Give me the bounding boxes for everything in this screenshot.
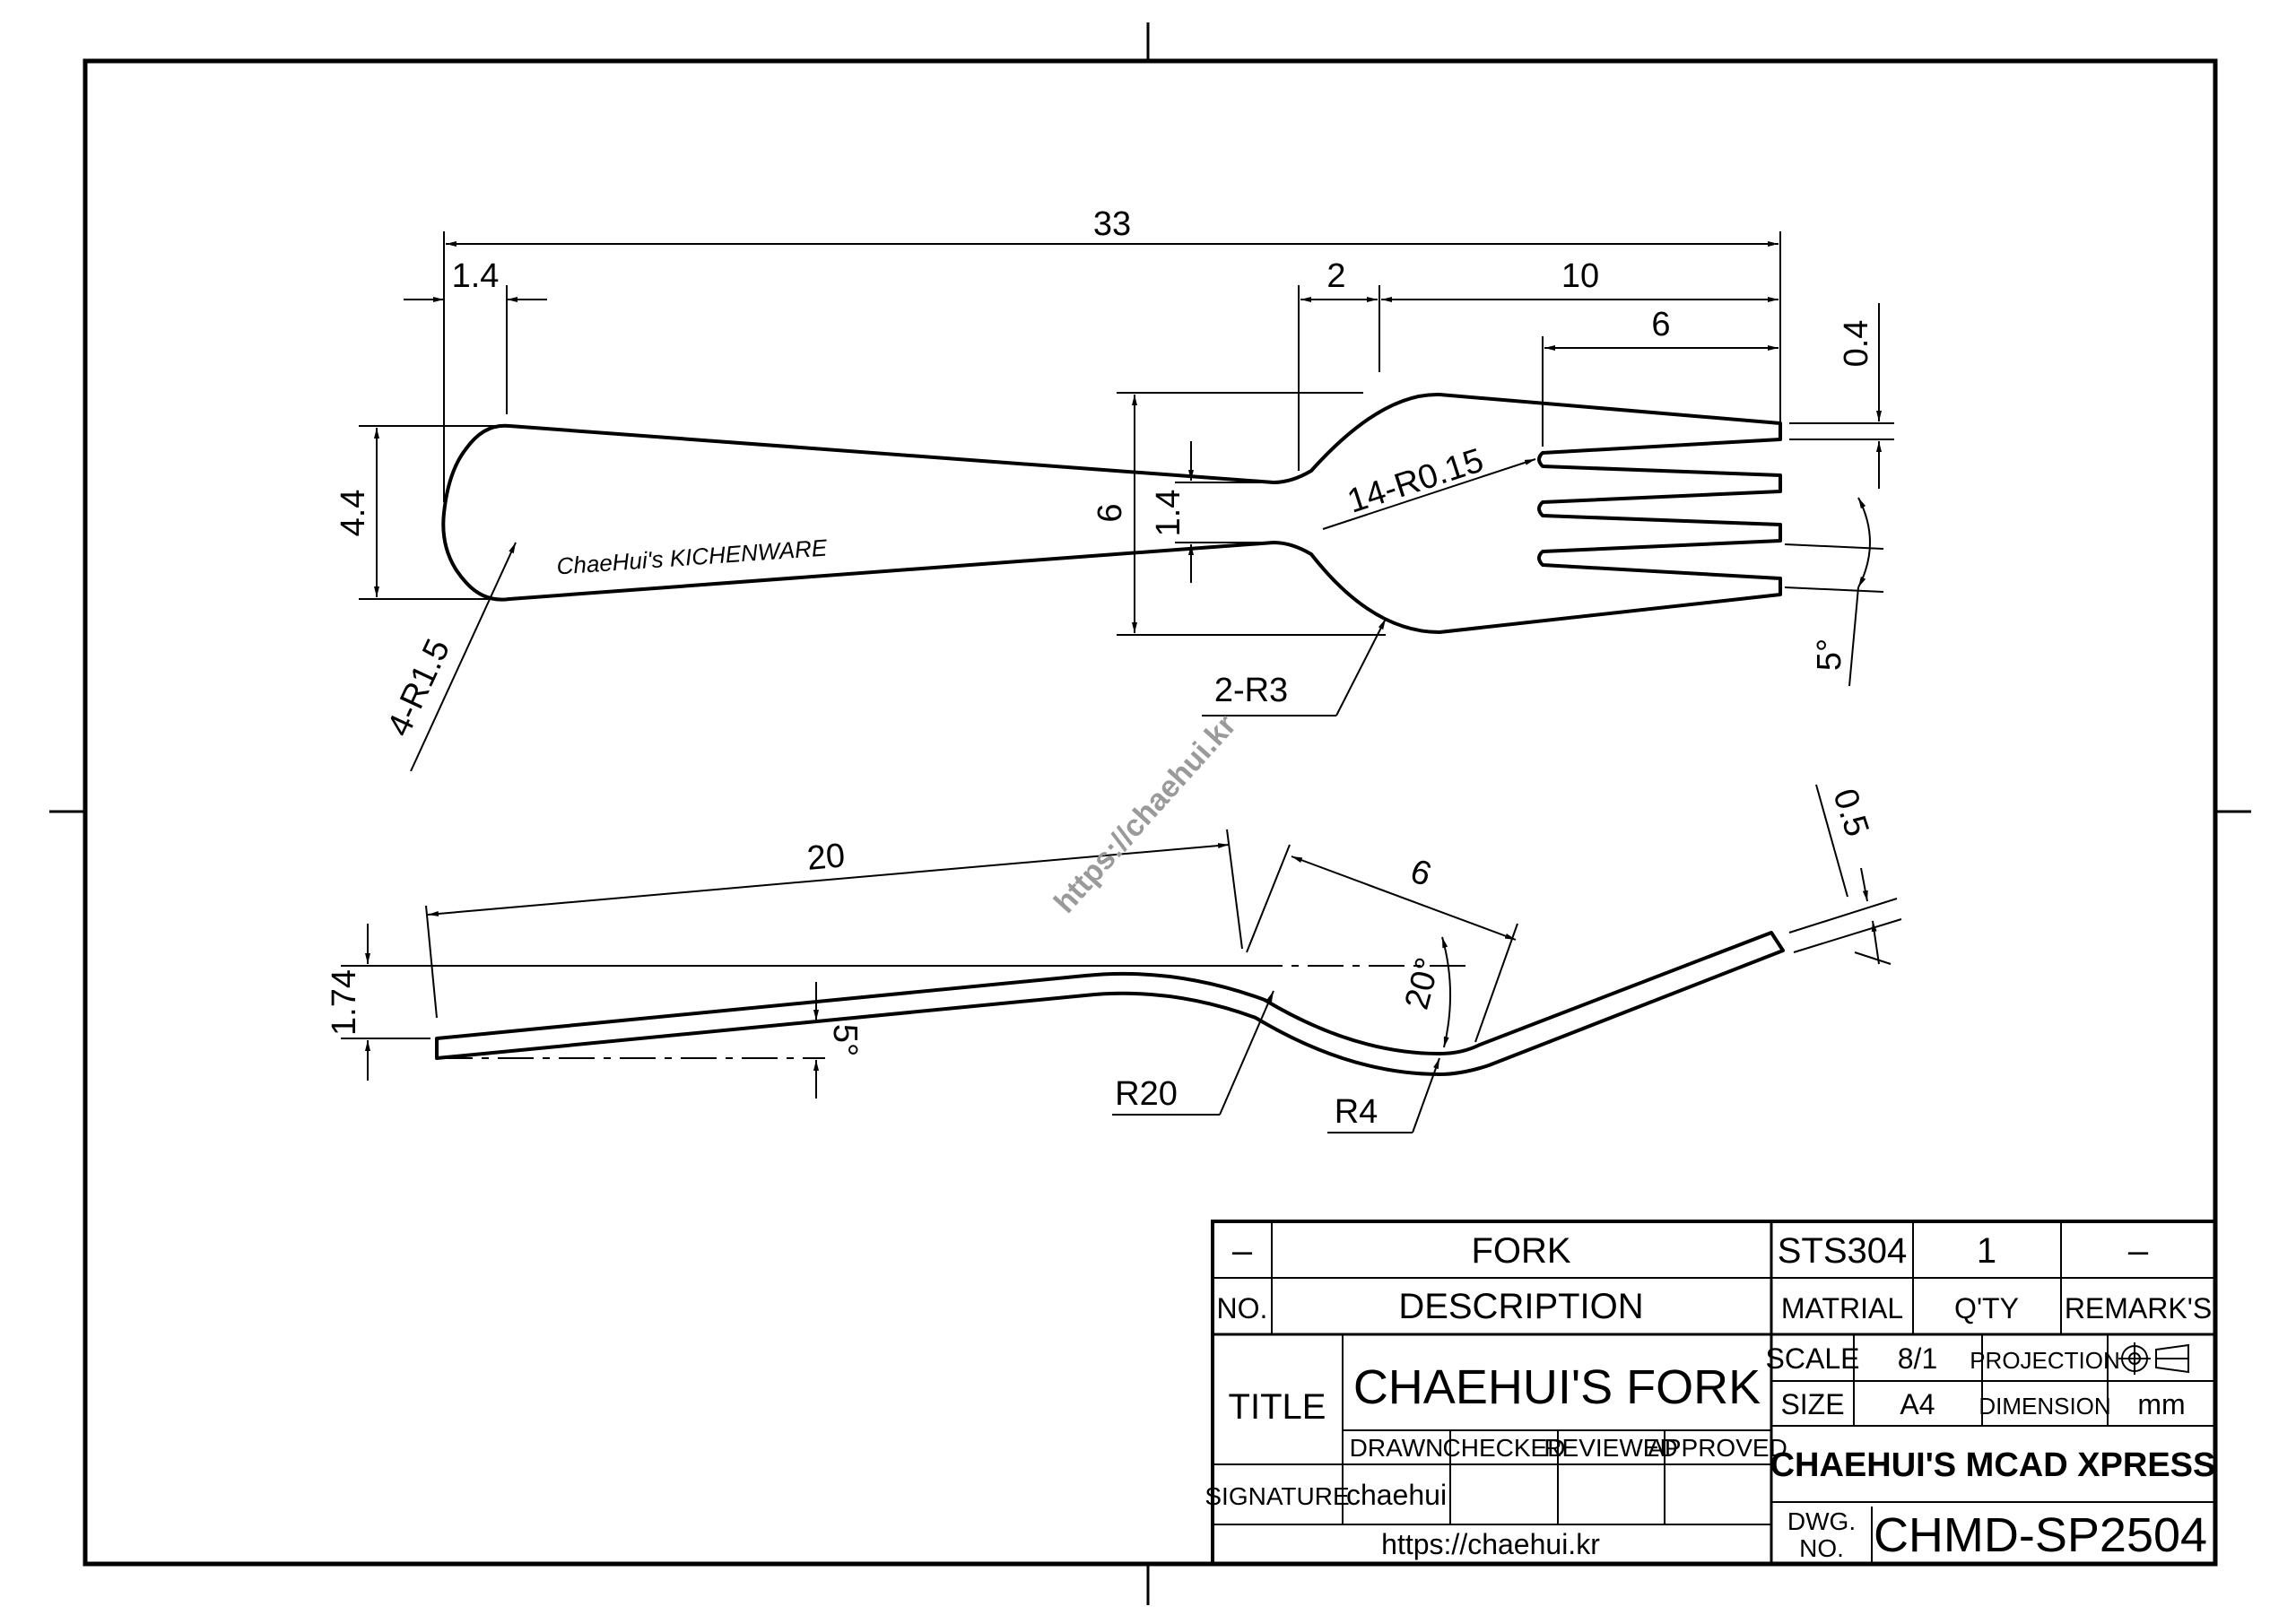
- checked-label: CHECKED: [1443, 1434, 1566, 1462]
- drawn-label: DRAWN: [1350, 1434, 1444, 1462]
- signature-label: SIGNATURE: [1205, 1482, 1349, 1510]
- company-name: CHAEHUI'S MCAD XPRESS: [1770, 1446, 2216, 1484]
- dim-tine-length: 6: [1651, 306, 1670, 343]
- dim-bend-radius-large: R20: [1115, 1075, 1178, 1113]
- item-description: FORK: [1471, 1231, 1570, 1271]
- dimension-label: DIMENSION: [1979, 1393, 2110, 1420]
- fork-side-view: 20 6 0.5 1.74 5° 20° R20 R4: [326, 784, 1902, 1133]
- fork-outline-top: [441, 392, 1782, 634]
- item-remarks: –: [2128, 1231, 2149, 1271]
- dim-overall-length: 33: [1093, 205, 1131, 243]
- dim-tine-end: 0.4: [1838, 320, 1875, 368]
- website-text[interactable]: https://chaehui.kr: [1381, 1528, 1600, 1560]
- side-dimension-lines: [341, 784, 1902, 1133]
- fork-top-view: 33 1.4 2 10 6 0.4 4.4 6 1.4 14-R0.15 2-R…: [335, 205, 1894, 772]
- drawing-title: CHAEHUI'S FORK: [1353, 1360, 1761, 1414]
- dim-handle-width: 4.4: [335, 490, 372, 537]
- dim-thickness: 0.5: [1825, 785, 1875, 841]
- size-value: A4: [1900, 1388, 1935, 1420]
- dwg-number: CHMD-SP2504: [1874, 1508, 2207, 1562]
- dim-bend-angle: 20°: [1398, 954, 1448, 1013]
- top-dimension-texts: 33 1.4 2 10 6 0.4 4.4 6 1.4 14-R0.15 2-R…: [335, 205, 1875, 742]
- size-label: SIZE: [1780, 1388, 1844, 1420]
- drawn-by: chaehui: [1346, 1479, 1447, 1511]
- dim-tine-radius: 14-R0.15: [1343, 441, 1488, 520]
- dim-handle-radius: 4-R1.5: [380, 633, 457, 742]
- item-no: –: [1232, 1231, 1253, 1271]
- header-description: DESCRIPTION: [1398, 1287, 1643, 1326]
- scale-label: SCALE: [1766, 1342, 1860, 1375]
- projection-label: PROJECTION: [1970, 1347, 2120, 1374]
- engraving-text: ChaeHui's KICHENWARE: [556, 534, 829, 579]
- dim-head-length: 10: [1561, 257, 1599, 295]
- dim-tine-angle: 5°: [1811, 638, 1848, 671]
- item-qty: 1: [1977, 1231, 1996, 1271]
- title-label: TITLE: [1229, 1387, 1326, 1427]
- projection-symbol-icon: [2118, 1342, 2189, 1375]
- approved-label: APPROVED: [1648, 1434, 1787, 1462]
- dim-handle-angle: 5°: [826, 1024, 864, 1056]
- header-material: MATRIAL: [1781, 1292, 1903, 1324]
- watermark-text: https://chaehui.kr: [1048, 708, 1243, 920]
- scale-value: 8/1: [1898, 1342, 1937, 1375]
- dwg-label-1: DWG.: [1787, 1507, 1856, 1535]
- header-remarks: REMARK'S: [2065, 1292, 2212, 1324]
- dim-handle-run: 20: [805, 837, 847, 878]
- dim-neck: 2: [1326, 257, 1345, 295]
- title-block: – FORK STS304 1 – NO. DESCRIPTION MATRIA…: [1205, 1220, 2217, 1566]
- dwg-label-2: NO.: [1799, 1534, 1844, 1562]
- side-dimension-texts: 20 6 0.5 1.74 5° 20° R20 R4: [326, 785, 1876, 1131]
- top-dimension-lines: [359, 231, 1894, 772]
- dim-neck-width: 1.4: [1150, 490, 1187, 537]
- dim-bend-radius-small: R4: [1335, 1093, 1378, 1131]
- title-block-grid: [1211, 1220, 2217, 1566]
- dim-handle-end: 1.4: [452, 257, 500, 295]
- fork-outline-side: [435, 931, 1785, 1076]
- reviewed-label: REVIEWED: [1544, 1434, 1677, 1462]
- dimension-unit: mm: [2137, 1388, 2185, 1420]
- header-no: NO.: [1217, 1292, 1268, 1324]
- dim-neck-radius: 2-R3: [1214, 672, 1288, 709]
- drawing-border: [49, 22, 2251, 1605]
- dim-head-width: 6: [1091, 503, 1129, 522]
- dim-rise: 1.74: [326, 969, 363, 1036]
- header-qty: Q'TY: [1954, 1292, 2019, 1324]
- item-material: STS304: [1778, 1231, 1908, 1271]
- dim-bend-run: 6: [1405, 852, 1436, 894]
